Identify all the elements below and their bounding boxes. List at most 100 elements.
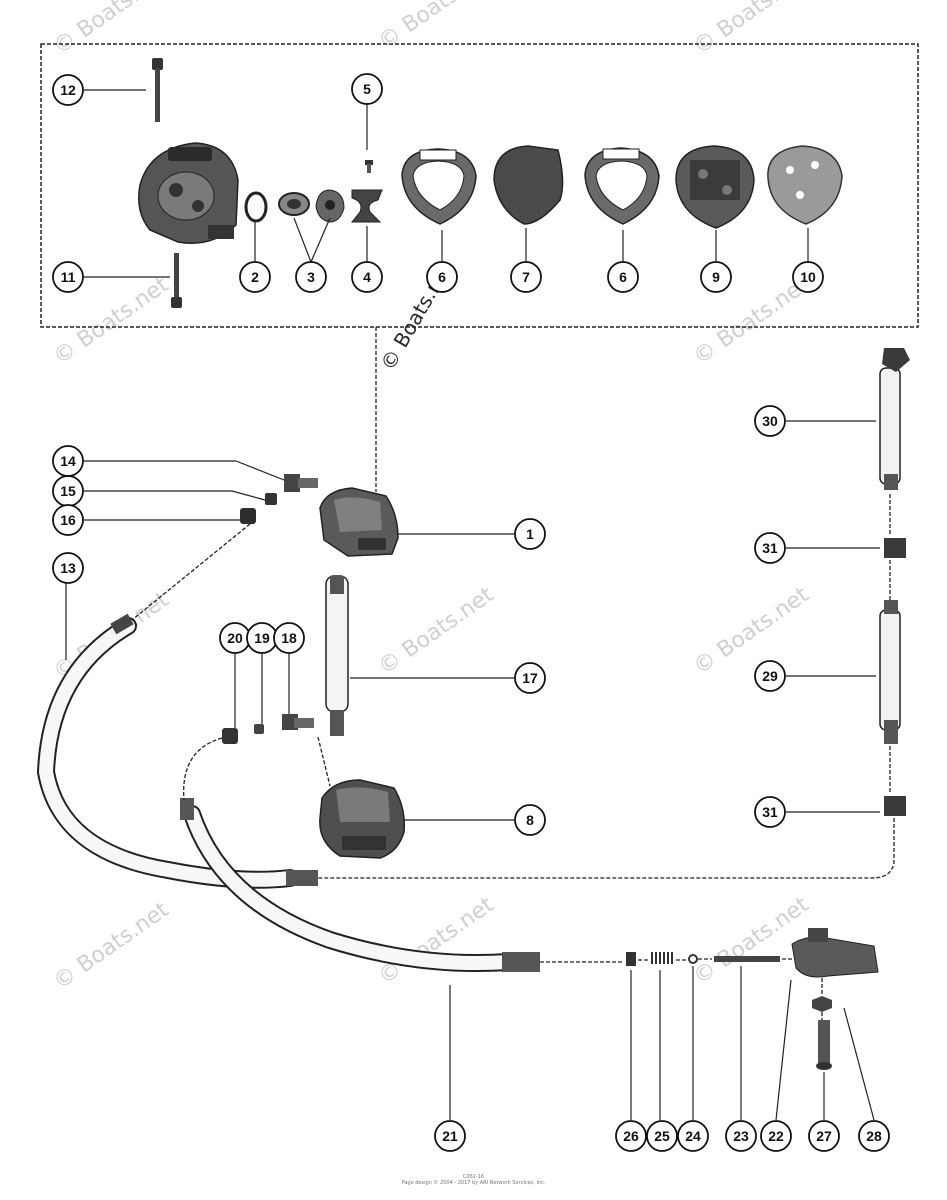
svg-text:11: 11 [61, 269, 76, 285]
callout-19: 19 [246, 622, 278, 654]
leader-lines [65, 89, 880, 1121]
svg-text:9: 9 [712, 269, 720, 285]
callout-7: 7 [510, 261, 542, 293]
page-footer: C061-16 Page design © 2004 - 2017 by ARI… [0, 1174, 947, 1186]
hose-21-part [180, 798, 540, 973]
callout-6: 6 [426, 261, 458, 293]
callout-28: 28 [858, 1120, 890, 1152]
pump-cover-part [138, 142, 239, 244]
diagram-code: C061-16 [462, 1174, 485, 1180]
svg-text:23: 23 [733, 1128, 749, 1144]
retainer-4-part [350, 189, 383, 223]
svg-text:31: 31 [762, 540, 778, 556]
svg-text:21: 21 [442, 1128, 458, 1144]
watermark: © Boats.net [689, 582, 814, 680]
nut-15-part [265, 493, 277, 505]
callout-15: 15 [52, 475, 84, 507]
callout-18: 18 [273, 622, 305, 654]
nut-20-part [222, 728, 238, 744]
svg-text:3: 3 [307, 269, 315, 285]
callout-2: 2 [239, 261, 271, 293]
svg-text:10: 10 [800, 269, 816, 285]
svg-text:18: 18 [281, 630, 297, 646]
nut-16-part [240, 508, 256, 524]
svg-text:12: 12 [60, 82, 76, 98]
diaphragm-7-part [493, 145, 564, 225]
callout-31: 31 [754, 532, 786, 564]
svg-text:7: 7 [522, 269, 530, 285]
callout-27: 27 [808, 1120, 840, 1152]
seal-26-part [626, 952, 636, 966]
svg-text:19: 19 [254, 630, 270, 646]
valve-body-22-part [791, 928, 879, 978]
callout-25: 25 [646, 1120, 678, 1152]
callouts: 12 5 11 2 3 4 6 7 6 9 10 14 15 16 13 1 2… [52, 73, 890, 1152]
callout-12: 12 [52, 74, 84, 106]
check-valve-3-part [278, 189, 345, 223]
watermark: © Boats.net [374, 0, 499, 55]
svg-text:31: 31 [762, 804, 778, 820]
callout-30: 30 [754, 405, 786, 437]
svg-text:15: 15 [60, 483, 76, 499]
watermark: © Boats.net [49, 897, 174, 995]
callout-14: 14 [52, 445, 84, 477]
o-ring-2-part [244, 191, 268, 223]
callout-29: 29 [754, 660, 786, 692]
ball-24-part [688, 954, 698, 964]
screw-27-part [816, 1020, 832, 1070]
callout-26: 26 [615, 1120, 647, 1152]
callout-16: 16 [52, 504, 84, 536]
callout-9: 9 [700, 261, 732, 293]
screw-11-part [171, 253, 182, 308]
gasket-6-part [584, 147, 660, 225]
callout-11: 11 [52, 261, 84, 293]
svg-text:16: 16 [60, 512, 76, 528]
svg-text:26: 26 [623, 1128, 639, 1144]
svg-text:6: 6 [438, 269, 446, 285]
svg-text:30: 30 [762, 413, 778, 429]
svg-text:22: 22 [768, 1128, 784, 1144]
hose-30-part [879, 348, 910, 490]
callout-6: 6 [607, 261, 639, 293]
exploded-view-box [40, 43, 919, 328]
fitting-31-part [884, 538, 906, 558]
copyright-notice: Page design © 2004 - 2017 by ARI Network… [401, 1180, 546, 1186]
nut-19-part [254, 724, 264, 734]
watermark: © Boats.net [49, 0, 174, 60]
watermark: © Boats.net [374, 892, 499, 990]
svg-text:27: 27 [816, 1128, 832, 1144]
svg-text:2: 2 [251, 269, 259, 285]
svg-text:8: 8 [526, 812, 534, 828]
elbow-14-part [284, 474, 318, 492]
fitting-31-part [884, 796, 906, 816]
watermark: © Boats.net [689, 0, 814, 60]
screw-5-part [365, 160, 373, 173]
nut-28-part [812, 996, 832, 1012]
callout-4: 4 [351, 261, 383, 293]
watermark: © Boats.net [374, 582, 499, 680]
callout-10: 10 [792, 261, 824, 293]
callout-17: 17 [514, 662, 546, 694]
svg-text:13: 13 [60, 560, 76, 576]
svg-text:1: 1 [526, 526, 534, 542]
callout-23: 23 [725, 1120, 757, 1152]
svg-text:5: 5 [363, 81, 371, 97]
svg-text:29: 29 [762, 668, 778, 684]
svg-text:24: 24 [685, 1128, 701, 1144]
callout-13: 13 [52, 552, 84, 584]
svg-text:6: 6 [619, 269, 627, 285]
callout-5: 5 [351, 73, 383, 105]
svg-text:28: 28 [866, 1128, 882, 1144]
fuel-pump-1-part [319, 487, 399, 557]
callout-21: 21 [434, 1120, 466, 1152]
svg-text:25: 25 [654, 1128, 670, 1144]
watermark: © Boats.net [689, 892, 814, 990]
callout-3: 3 [295, 261, 327, 293]
svg-text:4: 4 [363, 269, 371, 285]
dashed-connections [131, 494, 895, 1020]
svg-text:14: 14 [60, 453, 76, 469]
callout-24: 24 [677, 1120, 709, 1152]
callout-31: 31 [754, 796, 786, 828]
callout-22: 22 [760, 1120, 792, 1152]
